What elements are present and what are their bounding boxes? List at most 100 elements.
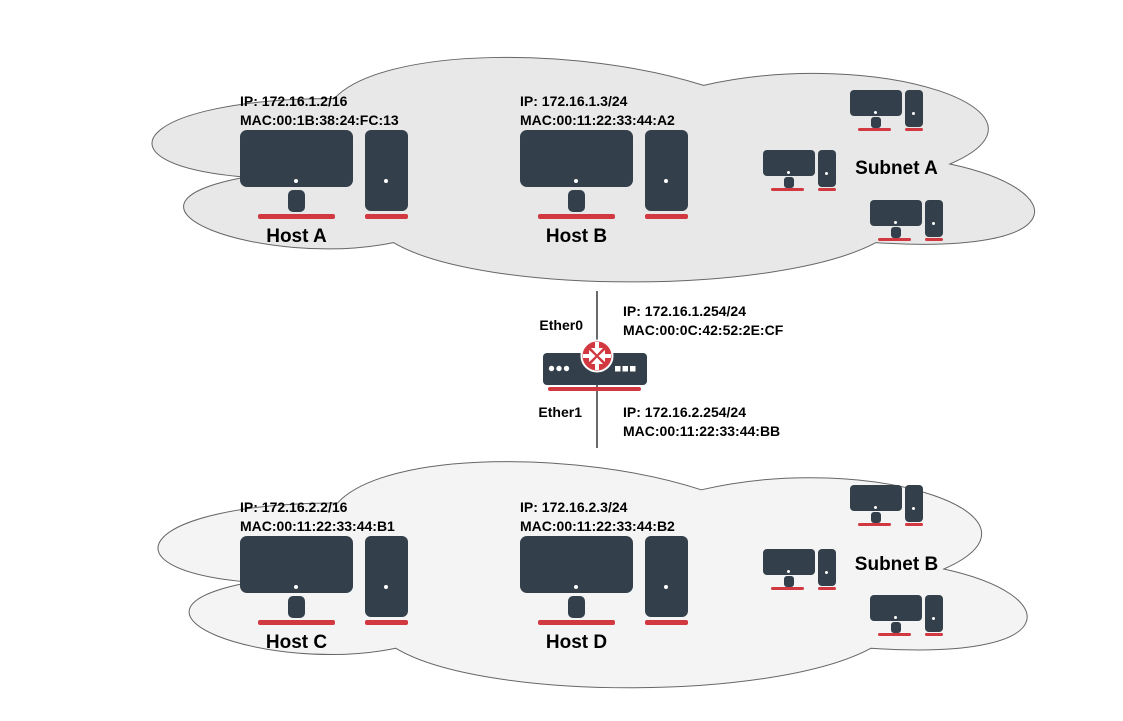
tower-power-led bbox=[825, 172, 828, 175]
ip-label: IP: 172.16.2.2/16 bbox=[240, 499, 348, 515]
workstation-icon bbox=[870, 595, 943, 636]
host-c-label: Host C bbox=[265, 632, 328, 653]
host-a-label: Host A bbox=[266, 226, 327, 247]
workstation-icon bbox=[850, 90, 923, 131]
monitor-icon bbox=[520, 536, 633, 593]
router-port bbox=[630, 366, 636, 372]
monitor-icon bbox=[850, 90, 902, 116]
monitor-base-bar bbox=[858, 128, 891, 131]
tower-icon bbox=[818, 150, 836, 187]
tower-power-led bbox=[932, 222, 935, 225]
tower-icon bbox=[905, 90, 923, 127]
monitor-base-bar bbox=[538, 620, 615, 625]
tower-icon bbox=[818, 549, 836, 586]
ether0-mac-label: MAC:00:0C:42:52:2E:CF bbox=[623, 321, 784, 338]
monitor-power-led bbox=[294, 179, 298, 183]
monitor-icon bbox=[870, 200, 922, 226]
monitor-icon bbox=[870, 595, 922, 621]
host-d-address: IP: 172.16.2.3/24 MAC:00:11:22:33:44:B2 bbox=[520, 498, 675, 535]
tower-power-led bbox=[912, 507, 915, 510]
routing-arrows-icon bbox=[583, 342, 611, 370]
monitor-base-bar bbox=[858, 523, 891, 526]
monitor-power-led bbox=[787, 570, 790, 573]
tower-icon bbox=[925, 595, 943, 632]
mac-label: MAC:00:11:22:33:44:B1 bbox=[240, 517, 395, 534]
tower-base-bar bbox=[365, 620, 408, 625]
tower-base-bar bbox=[365, 214, 408, 219]
monitor-base-bar bbox=[878, 238, 911, 241]
host-a-address: IP: 172.16.1.2/16 MAC:00:1B:38:24:FC:13 bbox=[240, 92, 399, 129]
ether1-ip-label: IP: 172.16.2.254/24 bbox=[623, 404, 746, 420]
monitor-base-bar bbox=[258, 214, 335, 219]
ether0-label: Ether0 bbox=[539, 317, 583, 333]
tower-base-bar bbox=[818, 587, 836, 590]
monitor-stand bbox=[288, 596, 305, 618]
monitor-icon bbox=[763, 549, 815, 575]
tower-power-led bbox=[825, 571, 828, 574]
workstation-icon bbox=[763, 549, 836, 590]
monitor-stand bbox=[784, 576, 794, 587]
monitor-icon bbox=[763, 150, 815, 176]
host-a-group: IP: 172.16.1.2/16 MAC:00:1B:38:24:FC:13 … bbox=[240, 93, 408, 247]
router-port bbox=[622, 366, 628, 372]
ether1-mac-label: MAC:00:11:22:33:44:BB bbox=[623, 422, 781, 439]
host-d-label: Host D bbox=[545, 632, 608, 653]
monitor-icon bbox=[240, 536, 353, 593]
host-c-address: IP: 172.16.2.2/16 MAC:00:11:22:33:44:B1 bbox=[240, 498, 395, 535]
host-b-address: IP: 172.16.1.3/24 MAC:00:11:22:33:44:A2 bbox=[520, 92, 675, 129]
ether1-address: IP: 172.16.2.254/24 MAC:00:11:22:33:44:B… bbox=[623, 403, 780, 440]
tower-power-led bbox=[912, 112, 915, 115]
workstation-icon bbox=[763, 150, 836, 191]
tower-icon bbox=[925, 200, 943, 237]
monitor-power-led bbox=[894, 221, 897, 224]
tower-icon bbox=[365, 130, 408, 211]
router-base bbox=[548, 387, 641, 391]
workstation-icon bbox=[870, 200, 943, 241]
ether0-address: IP: 172.16.1.254/24 MAC:00:0C:42:52:2E:C… bbox=[623, 302, 783, 339]
host-c-group: IP: 172.16.2.2/16 MAC:00:11:22:33:44:B1 … bbox=[240, 499, 408, 653]
monitor-base-bar bbox=[771, 587, 804, 590]
tower-icon bbox=[365, 536, 408, 617]
tower-power-led bbox=[384, 179, 388, 183]
monitor-stand bbox=[871, 512, 881, 523]
router-led-dot bbox=[556, 365, 562, 372]
mac-label: MAC:00:1B:38:24:FC:13 bbox=[240, 111, 399, 128]
mac-label: MAC:00:11:22:33:44:B2 bbox=[520, 517, 675, 534]
tower-power-led bbox=[384, 585, 388, 589]
monitor-power-led bbox=[787, 171, 790, 174]
tower-base-bar bbox=[905, 523, 923, 526]
monitor-power-led bbox=[874, 111, 877, 114]
subnet-a-label: Subnet A bbox=[855, 158, 938, 179]
monitor-base-bar bbox=[538, 214, 615, 219]
tower-power-led bbox=[664, 179, 668, 183]
monitor-stand bbox=[784, 177, 794, 188]
tower-base-bar bbox=[818, 188, 836, 191]
tower-icon bbox=[905, 485, 923, 522]
tower-base-bar bbox=[645, 620, 688, 625]
mac-label: MAC:00:11:22:33:44:A2 bbox=[520, 111, 675, 128]
host-d-group: IP: 172.16.2.3/24 MAC:00:11:22:33:44:B2 … bbox=[520, 499, 688, 653]
tower-base-bar bbox=[925, 238, 943, 241]
monitor-base-bar bbox=[878, 633, 911, 636]
tower-base-bar bbox=[925, 633, 943, 636]
host-b-group: IP: 172.16.1.3/24 MAC:00:11:22:33:44:A2 … bbox=[520, 93, 688, 247]
subnet-b-label: Subnet B bbox=[854, 554, 939, 575]
monitor-icon bbox=[240, 130, 353, 187]
monitor-power-led bbox=[574, 179, 578, 183]
monitor-icon bbox=[520, 130, 633, 187]
monitor-stand bbox=[568, 596, 585, 618]
monitor-power-led bbox=[874, 506, 877, 509]
ip-label: IP: 172.16.1.3/24 bbox=[520, 93, 628, 109]
tower-icon bbox=[645, 130, 688, 211]
router-led-dot bbox=[563, 365, 570, 372]
monitor-base-bar bbox=[771, 188, 804, 191]
monitor-stand bbox=[288, 190, 305, 212]
router-group bbox=[535, 337, 655, 397]
router-port bbox=[615, 366, 621, 372]
tower-power-led bbox=[932, 617, 935, 620]
monitor-power-led bbox=[294, 585, 298, 589]
ip-label: IP: 172.16.1.2/16 bbox=[240, 93, 348, 109]
monitor-stand bbox=[891, 227, 901, 238]
ip-label: IP: 172.16.2.3/24 bbox=[520, 499, 628, 515]
router-icon bbox=[543, 339, 647, 391]
